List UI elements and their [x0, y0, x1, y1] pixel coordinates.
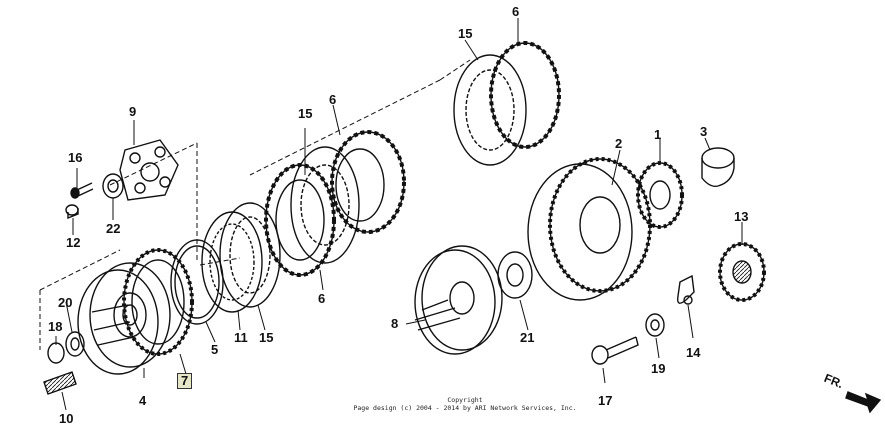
copyright-text: Page design (c) 2004 - 2014 by ARI Netwo… [353, 404, 577, 412]
callout-part-22: 22 [106, 221, 121, 236]
lifter-pin-part [65, 204, 79, 220]
front-direction-arrow [845, 391, 882, 414]
clutch-hub-part [414, 245, 503, 355]
callout-part-21: 21 [520, 330, 535, 345]
clutch-plate-15-middle [290, 146, 360, 264]
callout-part-2: 2 [615, 136, 623, 151]
collar-part [701, 147, 735, 188]
callout-part-6-middle: 6 [329, 92, 337, 107]
callout-part-15-top: 15 [458, 26, 473, 41]
bearing-part [102, 173, 124, 199]
lifter-plate-part [119, 139, 179, 201]
callout-part-13: 13 [734, 209, 749, 224]
driven-gear-part [718, 242, 766, 302]
copyright-notice: Copyright Page design (c) 2004 - 2014 by… [300, 396, 630, 412]
callout-part-20: 20 [58, 295, 73, 310]
spring-ring-part [170, 239, 224, 325]
callout-part-10: 10 [59, 411, 74, 426]
lifter-bolt-part [70, 182, 94, 199]
pressure-plate-part [122, 248, 194, 356]
clutch-plate-15-top [453, 54, 527, 166]
friction-disc-6-upper [330, 130, 406, 234]
callout-part-16: 16 [68, 150, 83, 165]
callout-part-1: 1 [654, 127, 662, 142]
friction-plate-11 [201, 211, 263, 313]
callout-part-6-lower: 6 [318, 291, 326, 306]
callout-part-17: 17 [598, 393, 613, 408]
callout-part-9: 9 [129, 104, 137, 119]
friction-disc-6-top [489, 41, 561, 149]
callout-part-7-highlighted[interactable]: 7 [177, 373, 193, 389]
flange-bolt-part [591, 336, 639, 365]
callout-part-15-middle: 15 [298, 106, 313, 121]
clutch-plate-15-lower [219, 202, 281, 308]
friction-disc-6-middle [264, 163, 336, 277]
adjuster-bolt-10-part [43, 371, 77, 395]
callout-part-6-top: 6 [512, 4, 520, 19]
callout-part-18: 18 [48, 319, 63, 334]
callout-part-12: 12 [66, 235, 81, 250]
callout-part-4: 4 [139, 393, 147, 408]
copyright-title: Copyright [447, 396, 483, 404]
washer-19-part [645, 313, 665, 337]
callout-part-8: 8 [391, 316, 399, 331]
clutch-center-part [77, 262, 171, 375]
leader-lines [55, 18, 743, 411]
callout-part-14: 14 [686, 345, 701, 360]
callout-part-11: 11 [234, 330, 248, 345]
callout-part-3: 3 [700, 124, 708, 139]
callout-part-19: 19 [651, 361, 666, 376]
callout-part-15-lower: 15 [259, 330, 274, 345]
lock-washer-part [676, 274, 695, 305]
callout-part-5: 5 [211, 342, 219, 357]
washer-20-part [65, 331, 85, 357]
clutch-outer-basket [527, 157, 652, 301]
assembly-guide-lines [39, 59, 471, 350]
nut-18-part [47, 342, 65, 364]
thrust-washer-part [497, 251, 533, 299]
